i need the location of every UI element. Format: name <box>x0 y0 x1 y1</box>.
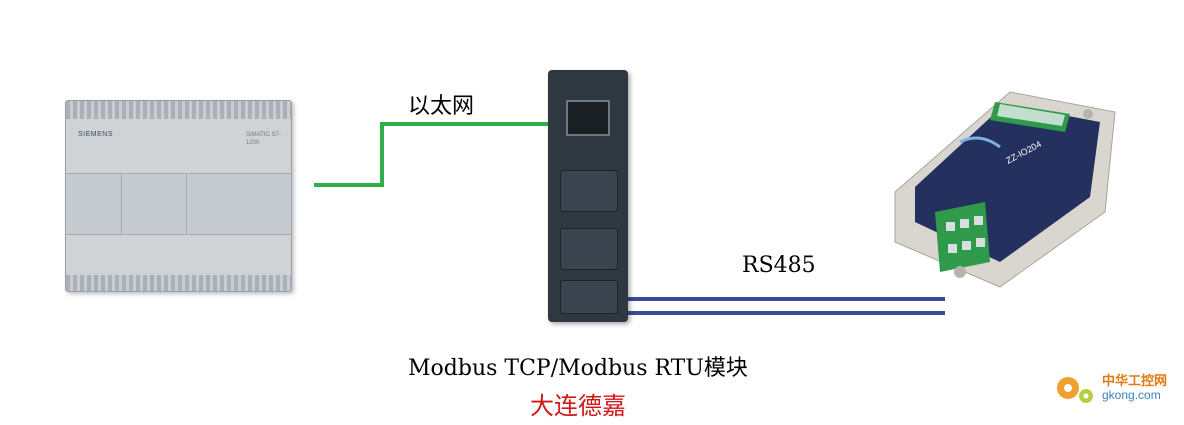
plc-brand-label: SIEMENS <box>78 131 114 138</box>
gateway-terminal-slot <box>560 280 618 314</box>
gateway-terminal-slot <box>560 228 618 270</box>
diagram-caption: Modbus TCP/Modbus RTU模块 <box>408 356 748 381</box>
gear-icon <box>1057 377 1093 403</box>
plc-terminal-strip-top <box>66 101 291 119</box>
plc-terminal-strip-bottom <box>66 275 291 291</box>
io-module: ZZ-IO204 <box>894 91 1116 288</box>
plc-cover <box>66 173 291 235</box>
plc-device: SIEMENS SIMATIC S7-1200 <box>65 100 292 292</box>
modbus-gateway-module <box>548 70 628 322</box>
plc-model-label: SIMATIC S7-1200 <box>246 132 281 146</box>
watermark-logo: 中华工控网 gkong.com <box>1048 368 1178 408</box>
ethernet-label: 以太网 <box>408 94 475 119</box>
gateway-terminal-slot <box>560 170 618 212</box>
ethernet-port <box>566 100 610 136</box>
rs485-label: RS485 <box>742 253 816 278</box>
watermark-name: 中华工控网 <box>1102 374 1168 389</box>
watermark-url: gkong.com <box>1102 388 1161 402</box>
brand-caption: 大连德嘉 <box>530 392 626 420</box>
